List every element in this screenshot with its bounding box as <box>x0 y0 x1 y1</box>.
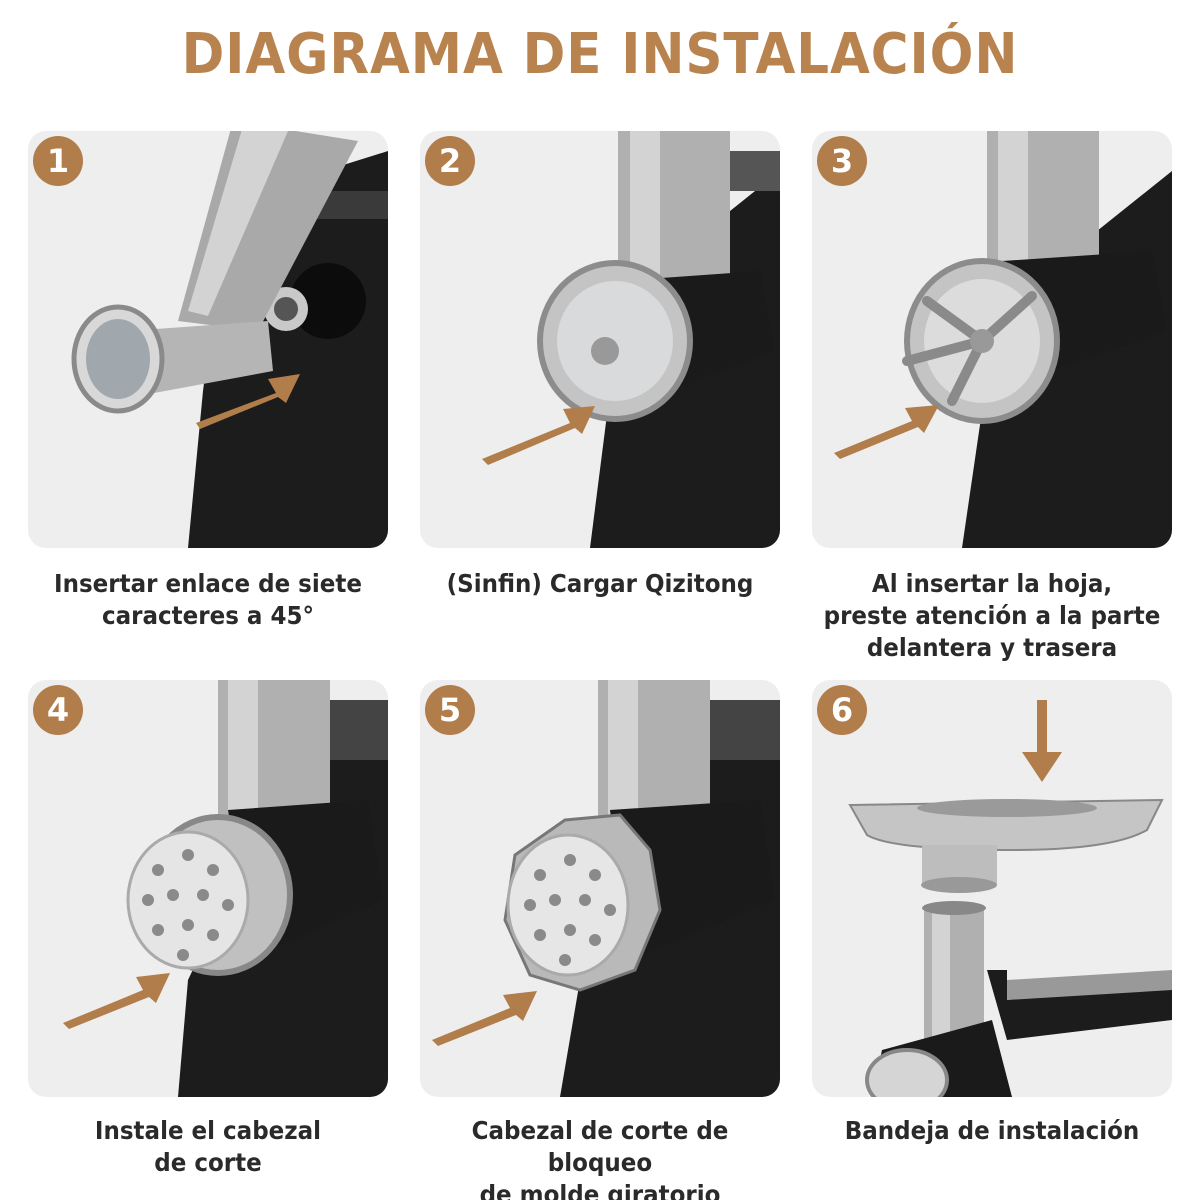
step-4-panel: 4 <box>28 680 388 1097</box>
caption-line: Insertar enlace de siete <box>54 569 362 598</box>
step-4-illustration <box>63 680 388 1097</box>
caption-line: de molde giratorio <box>479 1180 721 1200</box>
step-2-panel: 2 <box>420 131 780 548</box>
step-3-panel: 3 <box>812 131 1172 548</box>
step-4-badge: 4 <box>33 685 83 735</box>
step-2-illustration <box>482 131 780 548</box>
step-2-caption: (Sinfin) Cargar Qizitong <box>425 568 775 600</box>
step-1-caption: Insertar enlace de siete caracteres a 45… <box>33 568 383 632</box>
step-4-caption: Instale el cabezal de corte <box>33 1115 383 1179</box>
step-1-illustration <box>71 131 388 548</box>
step-1-badge: 1 <box>33 136 83 186</box>
caption-line: caracteres a 45° <box>102 601 314 630</box>
step-6-caption: Bandeja de instalación <box>817 1115 1167 1147</box>
caption-line: de corte <box>154 1148 262 1177</box>
caption-line: Al insertar la hoja, <box>871 569 1113 598</box>
page-title: DIAGRAMA DE INSTALACIÓN <box>181 22 1019 87</box>
step-6-panel: 6 <box>812 680 1172 1097</box>
step-3-badge: 3 <box>817 136 867 186</box>
caption-line: Instale el cabezal <box>94 1116 322 1145</box>
step-5-badge: 5 <box>425 685 475 735</box>
step-3-caption: Al insertar la hoja, preste atención a l… <box>817 568 1167 664</box>
caption-line: (Sinfin) Cargar Qizitong <box>446 569 754 598</box>
step-2-badge: 2 <box>425 136 475 186</box>
step-1-panel: 1 <box>28 131 388 548</box>
caption-line: Cabezal de corte de bloqueo <box>471 1116 729 1177</box>
step-3-illustration <box>834 131 1172 548</box>
step-5-caption: Cabezal de corte de bloqueo de molde gir… <box>425 1115 775 1200</box>
caption-line: delantera y trasera <box>866 633 1118 662</box>
step-6-illustration <box>848 700 1172 1097</box>
step-6-badge: 6 <box>817 685 867 735</box>
caption-line: preste atención a la parte <box>823 601 1161 630</box>
caption-line: Bandeja de instalación <box>844 1116 1140 1145</box>
step-5-illustration <box>432 680 780 1097</box>
step-5-panel: 5 <box>420 680 780 1097</box>
